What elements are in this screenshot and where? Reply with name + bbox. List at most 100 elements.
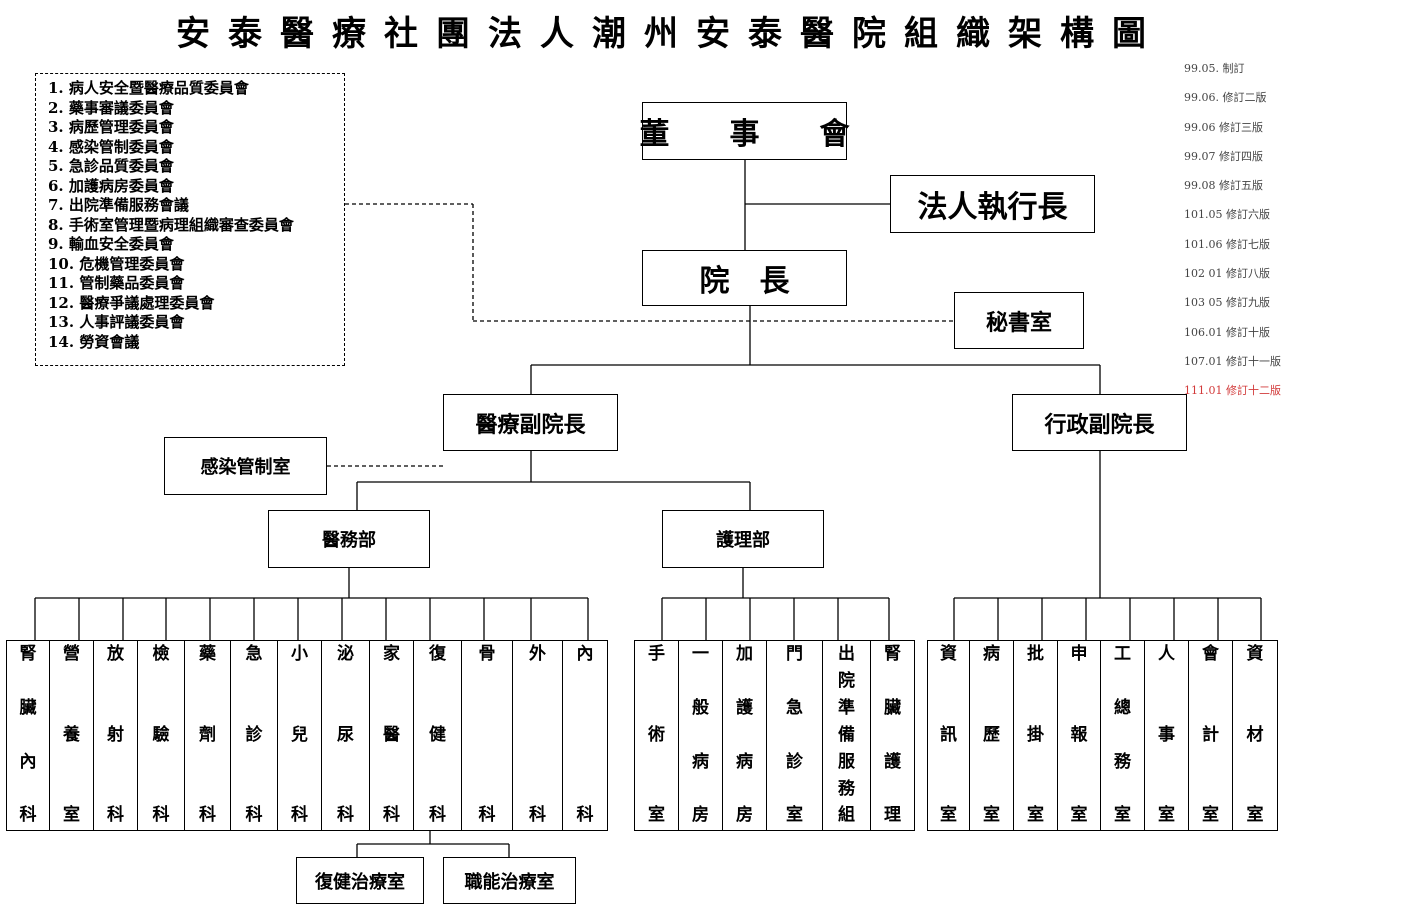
admin-unit-box: 人事室 bbox=[1144, 640, 1189, 831]
medical-unit-char: 科 bbox=[199, 805, 216, 826]
infection-control-office-box: 感染管制室 bbox=[164, 437, 327, 495]
nursing-unit-char: 出 bbox=[838, 644, 855, 664]
nursing-unit-label: 一般病房 bbox=[679, 644, 722, 826]
nursing-unit-char: 務 bbox=[838, 778, 855, 799]
admin-unit-box: 病歷室 bbox=[969, 640, 1014, 831]
medical-unit-char: 科 bbox=[429, 805, 446, 826]
admin-unit-char: 工 bbox=[1114, 644, 1131, 664]
committee-item: 8. 手術室管理暨病理組織審查委員會 bbox=[48, 215, 294, 234]
medical-unit-char: 健 bbox=[429, 724, 446, 745]
admin-unit-char: 資 bbox=[1246, 644, 1264, 664]
committee-item: 12. 醫療爭議處理委員會 bbox=[48, 293, 215, 312]
nursing-unit-box: 出院準備服務組 bbox=[822, 640, 871, 831]
medical-unit-char: 射 bbox=[107, 724, 124, 745]
nursing-unit-char: 術 bbox=[648, 724, 665, 745]
medical-unit-box: 骨科 bbox=[461, 640, 513, 831]
occupational-therapy-box: 職能治療室 bbox=[443, 857, 576, 904]
nursing-unit-char: 腎 bbox=[884, 644, 901, 664]
medical-unit-char: 劑 bbox=[199, 724, 216, 745]
nursing-unit-char: 房 bbox=[736, 805, 753, 826]
admin-unit-char: 室 bbox=[1246, 805, 1264, 826]
ceo-box: 法人執行長 bbox=[890, 175, 1095, 233]
admin-unit-label: 申報室 bbox=[1058, 644, 1100, 826]
admin-unit-char: 務 bbox=[1114, 751, 1131, 772]
nursing-unit-box: 腎臟護理 bbox=[870, 640, 915, 831]
nursing-unit-char: 手 bbox=[648, 644, 665, 664]
admin-unit-label: 批掛室 bbox=[1014, 644, 1057, 826]
admin-unit-char: 室 bbox=[983, 805, 1000, 826]
revision-entry: 99.08 修訂五版 bbox=[1184, 179, 1263, 193]
nursing-unit-box: 手術室 bbox=[634, 640, 679, 831]
medical-unit-label: 骨科 bbox=[462, 644, 512, 826]
revision-entry: 101.05 修訂六版 bbox=[1184, 208, 1270, 222]
revision-entry: 99.06. 修訂二版 bbox=[1184, 91, 1267, 105]
admin-unit-char: 室 bbox=[1027, 805, 1044, 826]
medical-unit-box: 內科 bbox=[562, 640, 608, 831]
medical-unit-char: 科 bbox=[478, 805, 496, 826]
admin-unit-char: 報 bbox=[1070, 724, 1088, 745]
nursing-unit-label: 出院準備服務組 bbox=[823, 644, 870, 826]
medical-unit-char: 復 bbox=[429, 644, 446, 664]
medical-unit-label: 檢驗科 bbox=[138, 644, 184, 826]
nursing-unit-char: 門 bbox=[786, 644, 803, 664]
medical-unit-char: 臟 bbox=[19, 697, 37, 718]
admin-unit-label: 資材室 bbox=[1233, 644, 1277, 826]
revision-entry: 99.07 修訂四版 bbox=[1184, 149, 1263, 163]
nursing-dept-box: 護理部 bbox=[662, 510, 824, 568]
nursing-unit-char: 院 bbox=[838, 670, 855, 691]
medical-unit-box: 家醫科 bbox=[369, 640, 414, 831]
admin-vp-box: 行政副院長 bbox=[1012, 394, 1187, 451]
admin-unit-char: 事 bbox=[1158, 724, 1175, 745]
medical-unit-box: 藥劑科 bbox=[184, 640, 231, 831]
medical-unit-box: 檢驗科 bbox=[137, 640, 185, 831]
admin-unit-box: 資訊室 bbox=[927, 640, 970, 831]
nursing-unit-char: 室 bbox=[648, 805, 665, 826]
admin-unit-box: 批掛室 bbox=[1013, 640, 1058, 831]
revision-entry: 106.01 修訂十版 bbox=[1184, 325, 1270, 339]
medical-unit-char: 科 bbox=[152, 805, 170, 826]
admin-unit-char: 計 bbox=[1202, 724, 1219, 745]
medical-vp-box: 醫療副院長 bbox=[443, 394, 618, 451]
medical-unit-char: 檢 bbox=[152, 644, 170, 664]
committee-item: 13. 人事評議委員會 bbox=[48, 313, 185, 331]
medical-unit-char: 放 bbox=[107, 644, 124, 664]
nursing-unit-char: 室 bbox=[786, 805, 803, 826]
admin-unit-char: 病 bbox=[983, 644, 1000, 664]
medical-unit-label: 內科 bbox=[563, 644, 607, 826]
medical-unit-label: 泌尿科 bbox=[322, 644, 369, 826]
committee-item: 5. 急診品質委員會 bbox=[48, 157, 174, 175]
revision-entry: 111.01 修訂十二版 bbox=[1184, 384, 1281, 398]
rehab-therapy-box: 復健治療室 bbox=[296, 857, 424, 904]
nursing-unit-char: 服 bbox=[838, 751, 855, 772]
admin-unit-box: 資材室 bbox=[1232, 640, 1278, 831]
nursing-unit-label: 腎臟護理 bbox=[871, 644, 914, 826]
nursing-unit-char: 病 bbox=[692, 751, 709, 772]
admin-unit-char: 申 bbox=[1070, 644, 1088, 664]
medical-unit-label: 藥劑科 bbox=[185, 644, 230, 826]
medical-unit-label: 放射科 bbox=[94, 644, 137, 826]
admin-unit-box: 會計室 bbox=[1188, 640, 1233, 831]
nursing-unit-char: 診 bbox=[786, 751, 803, 772]
medical-unit-char: 科 bbox=[529, 805, 546, 826]
medical-unit-char: 藥 bbox=[199, 644, 216, 664]
admin-unit-char: 掛 bbox=[1027, 724, 1044, 745]
nursing-unit-char: 護 bbox=[736, 697, 753, 718]
medical-unit-char: 科 bbox=[383, 805, 400, 826]
medical-unit-char: 骨 bbox=[478, 644, 496, 664]
medical-unit-char: 驗 bbox=[152, 724, 170, 745]
admin-unit-char: 訊 bbox=[940, 724, 957, 745]
secretariat-box: 秘書室 bbox=[954, 292, 1084, 349]
admin-unit-label: 工總務室 bbox=[1101, 644, 1144, 826]
nursing-unit-label: 加護病房 bbox=[723, 644, 766, 826]
committee-item: 11. 管制藥品委員會 bbox=[48, 274, 185, 292]
medical-unit-char: 急 bbox=[245, 644, 263, 664]
medical-unit-char: 科 bbox=[337, 805, 354, 826]
medical-unit-label: 腎臟內科 bbox=[7, 644, 49, 826]
admin-unit-char: 材 bbox=[1246, 724, 1264, 745]
admin-unit-box: 工總務室 bbox=[1100, 640, 1145, 831]
revision-entry: 102 01 修訂八版 bbox=[1184, 267, 1270, 281]
medical-unit-label: 急診科 bbox=[231, 644, 277, 826]
medical-unit-box: 營養室 bbox=[49, 640, 94, 831]
nursing-unit-char: 組 bbox=[838, 805, 855, 826]
